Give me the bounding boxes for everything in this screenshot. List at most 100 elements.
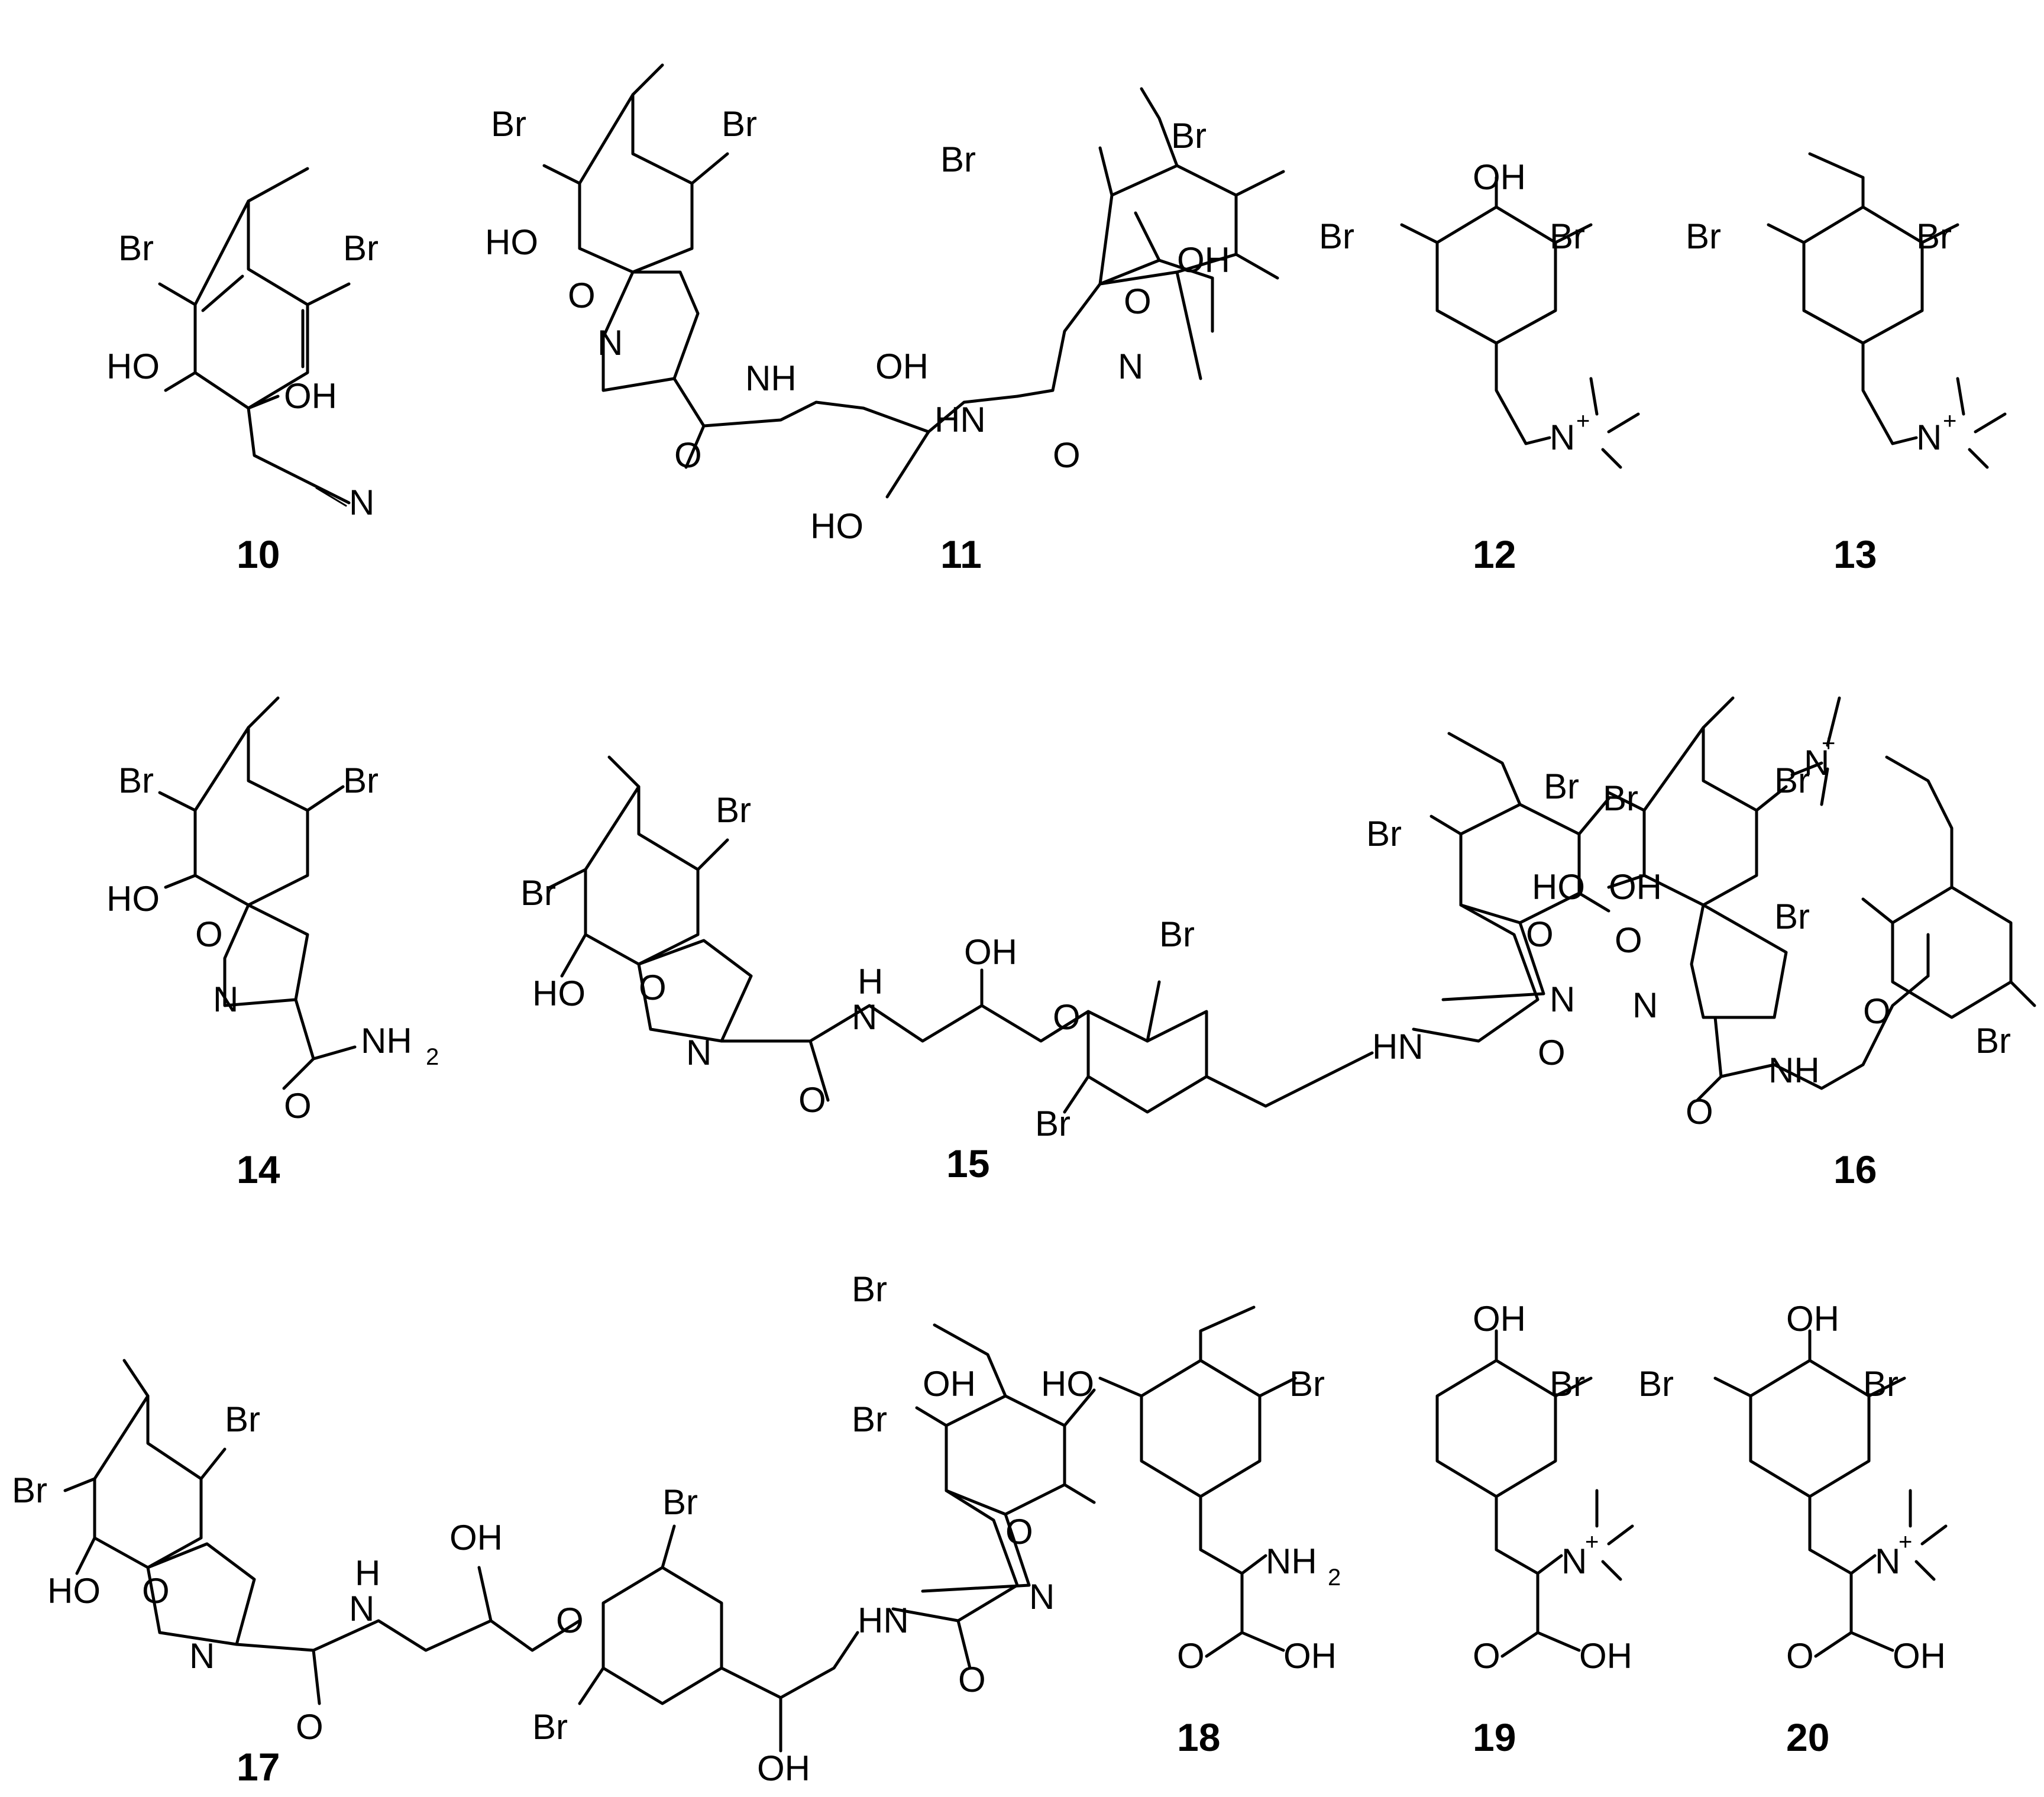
charge-label: +: [1899, 1529, 1912, 1555]
atom-label: Br: [940, 140, 976, 179]
atom-label: OH: [1893, 1636, 1946, 1676]
atom-label: OH: [1609, 867, 1662, 907]
atom-label: O: [958, 1660, 986, 1699]
atom-label: O: [1686, 1092, 1713, 1132]
atom-label: Br: [1289, 1364, 1325, 1404]
atom-label: Br: [520, 873, 556, 913]
atom-label: O: [1615, 920, 1642, 960]
atom-label: Br: [1366, 814, 1402, 854]
atom-label: Br: [1774, 761, 1810, 800]
compound-label: 15: [946, 1142, 989, 1185]
compound-10: Br Br HO OH N 10: [106, 167, 379, 576]
compound-label: 20: [1786, 1715, 1829, 1759]
atom-label: N: [1118, 347, 1143, 386]
compound-label: 17: [237, 1745, 280, 1789]
atom-label: Br: [1159, 914, 1195, 954]
atom-label: NH: [1768, 1051, 1820, 1090]
atom-label: O: [1863, 991, 1891, 1031]
compound-13: Br Br N + 13: [1686, 152, 2007, 576]
atom-label: NH: [1266, 1541, 1317, 1581]
atom-label: Br: [1638, 1364, 1674, 1404]
atom-label: O: [1005, 1512, 1033, 1552]
compound-label: 11: [940, 532, 982, 576]
atom-label: O: [1538, 1033, 1566, 1072]
atom-label: Br: [12, 1470, 47, 1510]
compound-16: Br Br HO O N O NH N + Br Br O 16: [1532, 696, 2036, 1191]
atom-label: N: [1632, 985, 1658, 1025]
atom-label: OH: [923, 1364, 976, 1404]
atom-label: HO: [532, 974, 586, 1013]
compound-label: 10: [237, 532, 280, 576]
compound-15: Br Br HO O N H N O OH O Br Br HN O Br OH…: [520, 732, 1662, 1185]
atom-label: OH: [1283, 1636, 1337, 1676]
atom-label: H: [858, 962, 883, 1001]
atom-label: OH: [875, 347, 929, 386]
compound-19: OH Br N + O OH 19: [1435, 1299, 1634, 1759]
atom-label: Br: [1686, 216, 1721, 256]
atom-label: OH: [964, 932, 1017, 972]
atom-label: O: [1526, 914, 1554, 954]
atom-label: HO: [1532, 867, 1585, 907]
atom-label: Br: [532, 1707, 568, 1747]
atom-label: O: [1124, 282, 1152, 321]
atom-label: OH: [1177, 240, 1230, 280]
atom-label: HO: [47, 1571, 101, 1611]
atom-label: HN: [934, 400, 986, 439]
atom-label: HN: [858, 1601, 909, 1640]
atom-label: N: [189, 1636, 215, 1676]
atom-label: Br: [491, 104, 526, 144]
atom-label: O: [674, 435, 702, 475]
atom-label: O: [1053, 997, 1081, 1037]
atom-label: H: [355, 1553, 380, 1593]
atom-label: O: [1473, 1636, 1500, 1676]
atom-label: N: [213, 980, 238, 1019]
atom-label: Br: [225, 1400, 260, 1439]
atom-label: Br: [1544, 767, 1579, 806]
atom-label: N: [1550, 980, 1575, 1019]
atom-label: O: [798, 1080, 826, 1120]
atom-label: Br: [1863, 1364, 1899, 1404]
atom-label: Br: [852, 1400, 887, 1439]
atom-label: N: [1804, 743, 1829, 783]
atom-label: Br: [662, 1482, 698, 1522]
atom-label: N: [349, 1589, 374, 1628]
atom-label: HO: [485, 222, 538, 262]
atom-label: Br: [1319, 216, 1354, 256]
atom-label: Br: [722, 104, 757, 144]
atom-label: N: [1550, 418, 1575, 457]
atom-label: O: [284, 1086, 312, 1126]
atom-label: N: [1029, 1577, 1055, 1617]
atom-label: Br: [1171, 116, 1207, 156]
atom-label: OH: [757, 1748, 810, 1788]
atom-label: 2: [426, 1044, 439, 1070]
atom-label: Br: [1975, 1021, 2011, 1061]
atom-label: N: [597, 323, 623, 363]
atom-label: O: [1053, 435, 1081, 475]
atom-label: OH: [284, 376, 337, 416]
atom-label: NH: [361, 1021, 412, 1061]
atom-label: OH: [449, 1518, 503, 1557]
atom-label: Br: [343, 228, 379, 268]
atom-label: N: [1916, 418, 1942, 457]
atom-label: Br: [1550, 1364, 1585, 1404]
atom-label: Br: [1035, 1104, 1070, 1143]
charge-label: +: [1822, 731, 1835, 757]
compound-12: OH Br Br N + 12: [1319, 157, 1640, 576]
atom-label: O: [1786, 1636, 1814, 1676]
atom-label: OH: [1579, 1636, 1632, 1676]
compound-17: Br Br HO O N H N O OH O Br Br OH HN O Br…: [12, 1269, 1096, 1789]
atom-label: NH: [745, 358, 797, 398]
atom-label: N: [349, 483, 374, 522]
atom-label: O: [296, 1707, 324, 1747]
atom-label: OH: [1473, 157, 1526, 197]
atom-label: Br: [1774, 897, 1810, 936]
atom-label: N: [1561, 1541, 1587, 1581]
atom-label: OH: [1786, 1299, 1839, 1339]
atom-label: O: [556, 1601, 584, 1640]
compound-label: 18: [1177, 1715, 1220, 1759]
atom-label: HO: [1041, 1364, 1094, 1404]
atom-label: Br: [118, 761, 154, 800]
compound-14: Br Br HO O N NH 2 O 14: [106, 696, 439, 1191]
charge-label: +: [1576, 408, 1590, 434]
compound-label: 12: [1473, 532, 1516, 576]
